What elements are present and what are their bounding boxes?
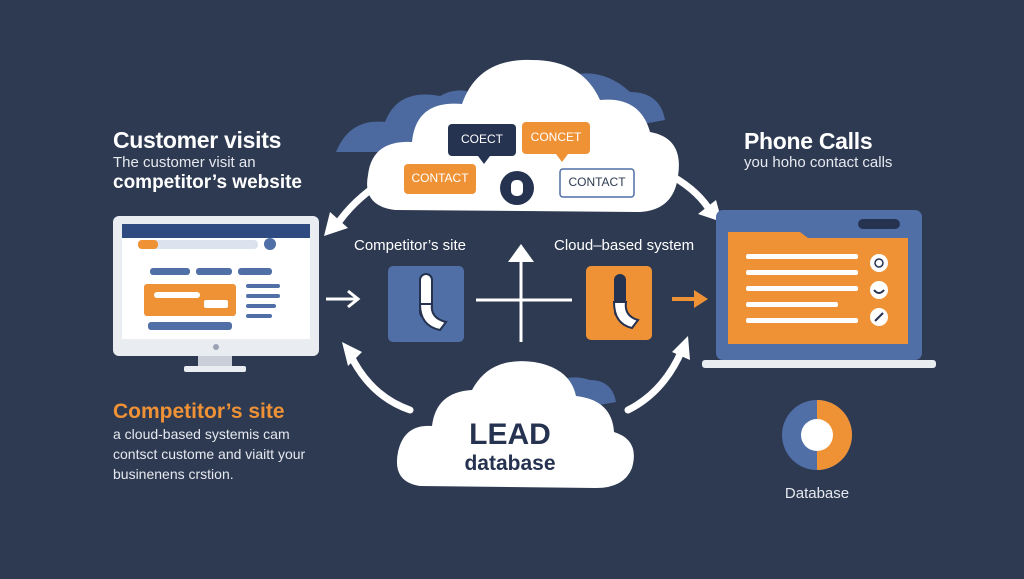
customer-visits-subtitle-bold: competitor’s website bbox=[113, 172, 302, 193]
phone-tile-orange bbox=[586, 266, 652, 340]
lead-title: LEAD bbox=[469, 418, 551, 451]
phone-calls-subtitle: you hoho contact calls bbox=[744, 154, 893, 171]
chip-contact-outline: CONTACT bbox=[559, 168, 635, 198]
monitor-base bbox=[184, 366, 246, 372]
chip-concet-text: CONCET bbox=[531, 130, 582, 144]
customer-visits-subtitle: The customer visit an bbox=[113, 154, 256, 171]
chip-coect: COECT bbox=[448, 124, 516, 164]
chip-concet: CONCET bbox=[522, 122, 590, 162]
laptop-base bbox=[702, 360, 936, 368]
arrow-curve-bottom-left bbox=[346, 350, 414, 414]
database-donut bbox=[782, 400, 852, 470]
competitors-site-line-3: businenens crstion. bbox=[113, 466, 234, 482]
lead-database-subtitle: database bbox=[464, 452, 556, 475]
chip-coect-text: COECT bbox=[461, 132, 504, 146]
branch-arrow-head bbox=[508, 244, 534, 262]
laptop-icon bbox=[702, 210, 936, 368]
competitors-site-title: Competitor’s site bbox=[113, 400, 285, 423]
chip-contact-orange: CONTACT bbox=[404, 164, 476, 194]
phone-tile-blue bbox=[388, 266, 464, 342]
monitor-stand bbox=[198, 356, 232, 366]
branch-arrow bbox=[476, 258, 572, 342]
top-cloud: COECT CONCET CONTACT CONTACT bbox=[336, 59, 679, 212]
competitors-site-line-1: a cloud-based systemis cam bbox=[113, 426, 290, 442]
chip-contact-orange-text: CONTACT bbox=[411, 171, 469, 185]
competitors-site-line-2: contsct custome and viaitt your bbox=[113, 446, 306, 462]
competitors-site-label: Competitor’s site bbox=[354, 237, 466, 254]
arrow-curve-top-left bbox=[332, 172, 396, 230]
phone-circle-icon bbox=[500, 171, 534, 205]
arrow-monitor-to-phone bbox=[326, 289, 361, 309]
arrow-curve-bottom-right bbox=[624, 346, 686, 414]
monitor-icon bbox=[113, 216, 319, 372]
database-label: Database bbox=[784, 485, 850, 502]
customer-visits-title: Customer visits bbox=[113, 127, 282, 153]
arrow-phone-to-laptop bbox=[672, 290, 708, 308]
chip-contact-outline-text: CONTACT bbox=[568, 175, 626, 189]
phone-calls-title: Phone Calls bbox=[744, 128, 873, 154]
bottom-cloud bbox=[396, 361, 634, 488]
cloud-bottom-body bbox=[396, 361, 634, 488]
cloud-based-system-label: Cloud–based system bbox=[554, 237, 695, 254]
curved-arrow-heads bbox=[324, 200, 722, 366]
